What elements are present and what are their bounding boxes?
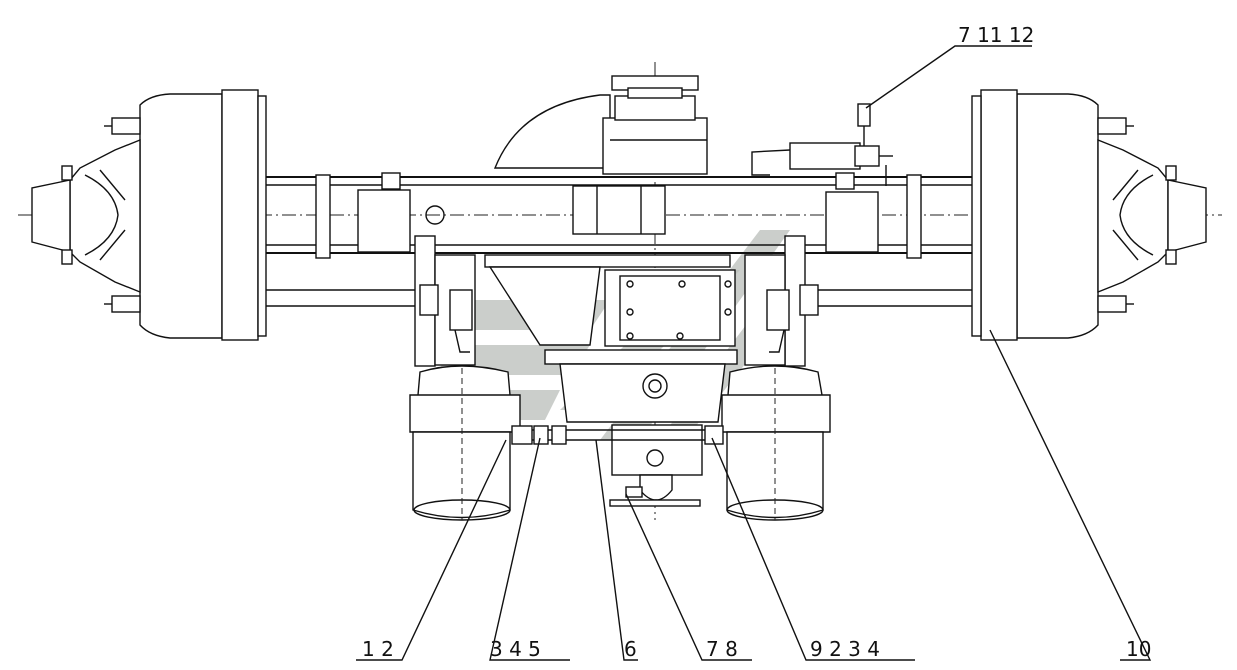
callout-9-2-3-4: 9 2 3 4 xyxy=(810,637,880,661)
air-pipe-assembly xyxy=(511,425,724,445)
left-air-spring xyxy=(409,365,521,521)
callout-3-4-5: 3 4 5 xyxy=(490,637,541,661)
differential-housing xyxy=(484,75,738,507)
callout-10: 10 xyxy=(1126,637,1151,661)
callout-labels: 7 11 12 1 2 3 4 5 6 7 8 9 2 3 4 10 xyxy=(362,23,1151,661)
axle-housing xyxy=(265,172,975,259)
callout-top-right: 7 11 12 xyxy=(958,23,1034,47)
left-brake-drum xyxy=(31,89,267,341)
callout-6: 6 xyxy=(624,637,637,661)
right-air-spring xyxy=(721,365,831,521)
brake-valve-assembly xyxy=(751,103,893,186)
camshaft-tubes xyxy=(265,289,975,307)
right-brake-drum xyxy=(971,89,1207,341)
suspension-brackets xyxy=(414,235,819,367)
callout-1-2: 1 2 xyxy=(362,637,394,661)
callout-7-8: 7 8 xyxy=(706,637,738,661)
leader-lines xyxy=(356,45,1152,661)
